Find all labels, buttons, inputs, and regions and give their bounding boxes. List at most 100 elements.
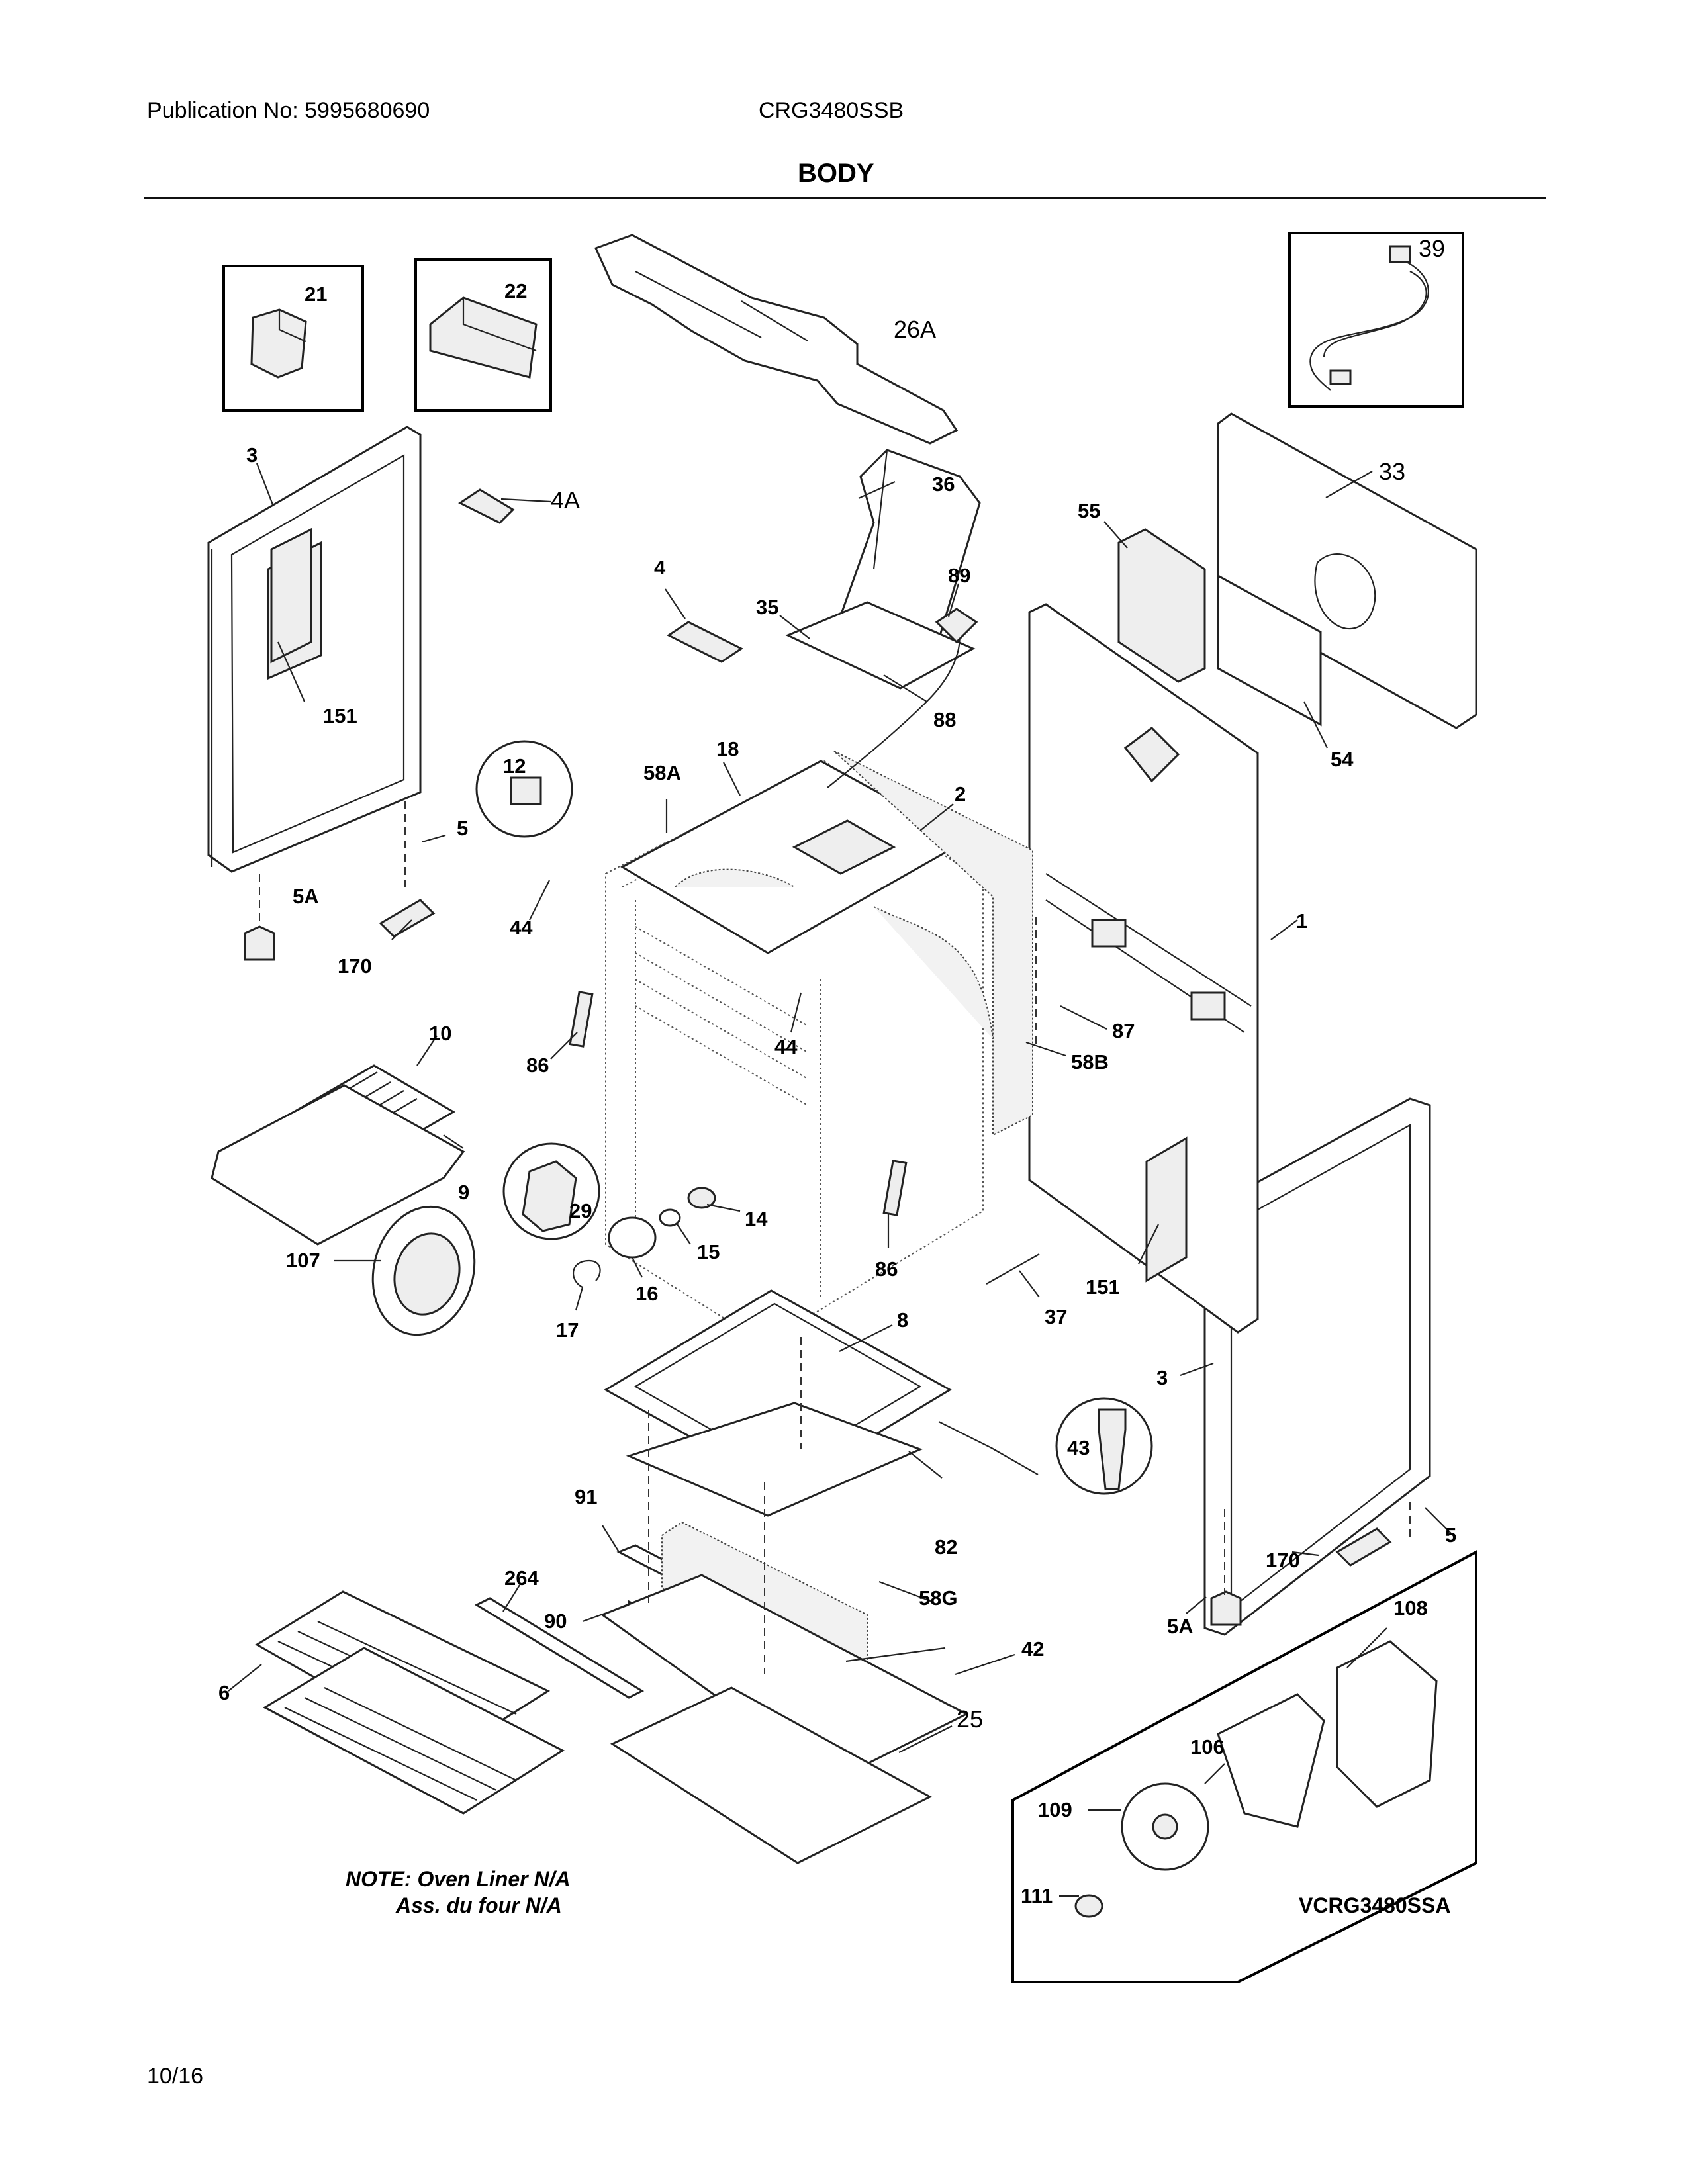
callout-22: 22 [504, 279, 527, 302]
part-9-broil-pan [211, 1084, 465, 1246]
callout-5A-right: 5A [1167, 1615, 1194, 1638]
callout-107: 107 [286, 1249, 320, 1272]
part-21-box [222, 265, 364, 412]
part-37-sensor [986, 1253, 1040, 1285]
callout-1: 1 [1296, 909, 1307, 933]
callout-35: 35 [756, 596, 778, 619]
part-26A-top-bracket [594, 234, 959, 445]
callout-2: 2 [955, 782, 966, 805]
part-14-lamp-socket [687, 1187, 716, 1209]
callout-17: 17 [556, 1318, 579, 1342]
part-43-detail [1055, 1397, 1153, 1495]
part-29-detail [502, 1142, 600, 1240]
part-5A-leg-left [244, 925, 275, 961]
inset-model-code: VCRG3480SSA [1299, 1893, 1450, 1917]
callout-18: 18 [716, 737, 739, 760]
part-1-back-panel [1028, 603, 1259, 1334]
callout-151-left: 151 [323, 704, 357, 727]
callout-82: 82 [935, 1535, 957, 1559]
callout-4: 4 [654, 556, 666, 579]
callout-86-left: 86 [526, 1054, 549, 1077]
callout-151-right: 151 [1086, 1275, 1120, 1298]
part-264-trim-strip [474, 1597, 645, 1699]
callout-5A-left: 5A [293, 885, 319, 908]
callout-4A: 4A [551, 486, 580, 514]
part-4-bracket [667, 621, 743, 663]
callout-8: 8 [897, 1308, 908, 1332]
callout-42: 42 [1021, 1637, 1044, 1661]
header-rule [144, 197, 1546, 199]
callout-10: 10 [429, 1022, 451, 1045]
part-25-floor-pan [610, 1686, 933, 1864]
callout-264: 264 [504, 1567, 539, 1590]
section-title: BODY [798, 159, 874, 188]
callout-5-right: 5 [1445, 1524, 1456, 1547]
callout-58B: 58B [1071, 1050, 1109, 1073]
part-16-lens [608, 1216, 657, 1259]
callout-25: 25 [957, 1706, 983, 1733]
callout-36: 36 [932, 473, 955, 496]
part-170-leveler-left [379, 899, 436, 938]
callout-15: 15 [697, 1240, 720, 1263]
callout-89: 89 [948, 564, 970, 587]
part-6-oven-rack-lower [262, 1647, 565, 1815]
callout-91: 91 [575, 1485, 597, 1508]
callout-29: 29 [569, 1199, 592, 1222]
callout-3-right: 3 [1156, 1366, 1168, 1389]
part-82-plate [626, 1402, 923, 1517]
callout-109: 109 [1038, 1798, 1072, 1821]
callout-106: 106 [1190, 1735, 1225, 1758]
part-54-bracket [1217, 574, 1322, 727]
callout-87: 87 [1112, 1019, 1135, 1042]
callout-86-right: 86 [875, 1257, 898, 1281]
callout-16: 16 [635, 1282, 658, 1305]
callout-108: 108 [1393, 1596, 1428, 1619]
callout-14: 14 [745, 1207, 768, 1230]
part-107-fan-cover [371, 1205, 476, 1336]
oven-cavity-assembly [605, 751, 1033, 1345]
callout-5-left: 5 [457, 817, 468, 840]
part-22-box [414, 258, 552, 412]
model-number: CRG3480SSB [759, 98, 904, 123]
part-17-clip [573, 1259, 601, 1288]
part-5A-leg-right [1210, 1590, 1242, 1626]
callout-170-right: 170 [1266, 1549, 1300, 1572]
page-date: 10/16 [147, 2064, 204, 2089]
callout-58A: 58A [643, 761, 681, 784]
callout-58G: 58G [919, 1586, 958, 1610]
note-line-1: NOTE: Oven Liner N/A [346, 1867, 571, 1891]
part-39-power-cord-box [1288, 232, 1464, 408]
callout-12: 12 [503, 754, 526, 778]
part-12-detail [475, 740, 573, 838]
callout-3-left: 3 [246, 443, 258, 467]
part-86-bracket-right [882, 1160, 908, 1216]
callout-54: 54 [1331, 748, 1354, 771]
part-15-bulb [659, 1208, 681, 1227]
callout-6: 6 [218, 1681, 230, 1704]
callout-43: 43 [1067, 1436, 1090, 1459]
part-151-bracket-right [1145, 1136, 1188, 1283]
callout-39: 39 [1419, 235, 1445, 262]
note-line-2: Ass. du four N/A [395, 1893, 562, 1917]
callout-33: 33 [1379, 458, 1405, 485]
callout-26A: 26A [894, 316, 936, 343]
callout-21: 21 [305, 283, 327, 306]
callout-170-left: 170 [338, 954, 372, 978]
part-3-right-side-panel [1203, 1097, 1431, 1636]
part-3-left-side-panel [207, 426, 422, 873]
part-151-bracket-left [270, 527, 312, 664]
callout-88: 88 [933, 708, 956, 731]
callout-labels: 1 2 3 3 4 4A 5 5 5A 5A 6 8 9 10 12 14 15… [218, 235, 1456, 1907]
publication-number: Publication No: 5995680690 [147, 98, 430, 123]
part-55-duct [1117, 528, 1206, 683]
callout-55: 55 [1078, 499, 1100, 522]
leader-lines [228, 463, 1452, 1897]
callout-9: 9 [458, 1181, 469, 1204]
part-4A-bracket [458, 488, 515, 524]
callout-37: 37 [1045, 1305, 1067, 1328]
callout-44-left: 44 [510, 916, 533, 939]
part-86-bracket-left [569, 991, 594, 1048]
alignment-lines [259, 801, 1411, 1674]
callout-44-right: 44 [774, 1035, 798, 1058]
